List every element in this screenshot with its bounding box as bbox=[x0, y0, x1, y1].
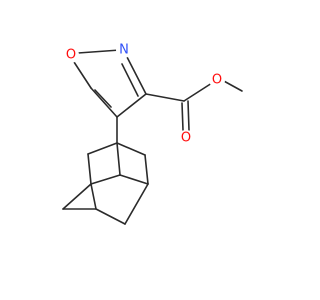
bond-c4-c5-double bbox=[94, 89, 112, 108]
bonds bbox=[62, 49, 243, 225]
bond-c3-c4 bbox=[116, 93, 147, 118]
bond-n2-c3-double bbox=[121, 63, 139, 97]
bond-c5-o1 bbox=[73, 61, 92, 89]
bond-carbonyl-o-double-a bbox=[181, 102, 184, 131]
bond-n2-c3 bbox=[126, 56, 147, 95]
bond-ester-o-methyl bbox=[221, 79, 243, 92]
carbonyl-oxygen-atom: O bbox=[178, 130, 194, 146]
ester-oxygen-atom: O bbox=[209, 72, 225, 88]
bond-cage-10 bbox=[95, 208, 126, 225]
ring-oxygen-label: O bbox=[66, 48, 76, 63]
bond-cage-5 bbox=[144, 154, 149, 185]
bond-carbonyl-ester-o bbox=[183, 82, 213, 102]
atom-labels: O N O O bbox=[63, 42, 225, 146]
bond-cage-8 bbox=[62, 183, 92, 210]
carbonyl-oxygen-label: O bbox=[181, 131, 191, 146]
molecule-structure-diagram: O N O O bbox=[62, 42, 243, 225]
bond-carbonyl-o-double-b bbox=[187, 100, 190, 131]
bond-cage-3 bbox=[116, 142, 121, 176]
bond-cage-11 bbox=[124, 183, 149, 225]
ring-oxygen-atom: O bbox=[63, 47, 79, 63]
bond-cage-6 bbox=[119, 174, 149, 185]
bond-cage-1 bbox=[87, 142, 118, 155]
ester-oxygen-label: O bbox=[212, 73, 222, 88]
ring-nitrogen-atom: N bbox=[116, 42, 132, 58]
bond-c3-carbonyl bbox=[145, 93, 185, 102]
bond-o1-n2 bbox=[77, 49, 121, 54]
bond-cage-7 bbox=[90, 174, 121, 185]
ring-nitrogen-label: N bbox=[119, 43, 129, 58]
bond-cage-12 bbox=[90, 183, 97, 210]
bond-cage-4 bbox=[87, 153, 92, 185]
bond-c4-c5 bbox=[90, 87, 118, 118]
bond-cage-2 bbox=[116, 142, 146, 156]
